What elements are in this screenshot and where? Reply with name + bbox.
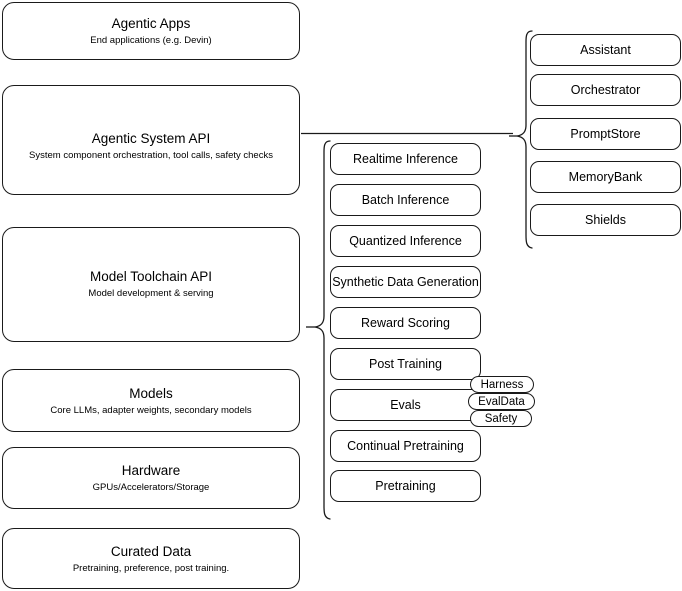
- layer-subtitle: Model development & serving: [88, 288, 214, 299]
- layer-box-hardware[interactable]: Hardware GPUs/Accelerators/Storage: [2, 447, 300, 509]
- capability-box-quantized-inference[interactable]: Quantized Inference: [330, 225, 481, 257]
- layer-title: Agentic System API: [91, 131, 211, 146]
- layer-subtitle: End applications (e.g. Devin): [90, 35, 212, 46]
- capability-box-post-training[interactable]: Post Training: [330, 348, 481, 380]
- capability-box-batch-inference[interactable]: Batch Inference: [330, 184, 481, 216]
- layer-subtitle: Pretraining, preference, post training.: [72, 562, 230, 574]
- component-box-shields[interactable]: Shields: [530, 204, 681, 236]
- layer-box-model-toolchain-api[interactable]: Model Toolchain API Model development & …: [2, 227, 300, 342]
- layer-title: Curated Data: [110, 543, 192, 559]
- capability-box-synthetic-data-generation[interactable]: Synthetic Data Generation: [330, 266, 481, 298]
- layer-title: Model Toolchain API: [89, 269, 213, 284]
- capability-label: Batch Inference: [361, 193, 450, 207]
- layer-box-agentic-apps[interactable]: Agentic Apps End applications (e.g. Devi…: [2, 2, 300, 60]
- component-box-orchestrator[interactable]: Orchestrator: [530, 74, 681, 106]
- brace-right-stack: [508, 28, 536, 252]
- component-label: MemoryBank: [568, 170, 643, 184]
- component-label: Shields: [585, 213, 626, 227]
- layer-subtitle: GPUs/Accelerators/Storage: [92, 482, 210, 493]
- component-label: Orchestrator: [570, 83, 641, 97]
- capability-label: Reward Scoring: [361, 316, 450, 330]
- component-box-promptstore[interactable]: PromptStore: [530, 118, 681, 150]
- capability-box-pretraining[interactable]: Pretraining: [330, 470, 481, 502]
- eval-pill-evaldata[interactable]: EvalData: [468, 393, 535, 410]
- layer-title: Models: [129, 385, 173, 401]
- eval-pill-label: Safety: [484, 412, 518, 425]
- layer-box-models[interactable]: Models Core LLMs, adapter weights, secon…: [2, 369, 300, 432]
- brace-middle-stack: [305, 138, 335, 523]
- capability-label: Pretraining: [375, 479, 436, 493]
- capability-box-continual-pretraining[interactable]: Continual Pretraining: [330, 430, 481, 462]
- capability-label: Continual Pretraining: [347, 439, 464, 453]
- eval-pill-harness[interactable]: Harness: [470, 376, 534, 393]
- capability-box-reward-scoring[interactable]: Reward Scoring: [330, 307, 481, 339]
- capability-label: Quantized Inference: [349, 234, 462, 248]
- layer-box-curated-data[interactable]: Curated Data Pretraining, preference, po…: [2, 528, 300, 589]
- capability-label: Evals: [390, 398, 421, 412]
- connector-agentic-system-to-right-brace: [300, 126, 514, 142]
- component-label: PromptStore: [570, 127, 641, 141]
- capability-label: Realtime Inference: [353, 152, 458, 166]
- eval-pill-safety[interactable]: Safety: [470, 410, 532, 427]
- capability-label: Post Training: [369, 357, 442, 371]
- layer-box-agentic-system-api[interactable]: Agentic System API System component orch…: [2, 85, 300, 195]
- capability-label: Synthetic Data Generation: [332, 275, 479, 289]
- eval-pill-label: EvalData: [478, 395, 525, 408]
- eval-pill-label: Harness: [480, 378, 524, 391]
- component-box-memorybank[interactable]: MemoryBank: [530, 161, 681, 193]
- layer-subtitle: System component orchestration, tool cal…: [29, 150, 273, 161]
- capability-box-realtime-inference[interactable]: Realtime Inference: [330, 143, 481, 175]
- component-label: Assistant: [580, 43, 631, 57]
- layer-subtitle: Core LLMs, adapter weights, secondary mo…: [50, 404, 252, 416]
- component-box-assistant[interactable]: Assistant: [530, 34, 681, 66]
- layer-title: Hardware: [121, 463, 181, 478]
- capability-box-evals[interactable]: Evals: [330, 389, 481, 421]
- layer-title: Agentic Apps: [111, 16, 191, 31]
